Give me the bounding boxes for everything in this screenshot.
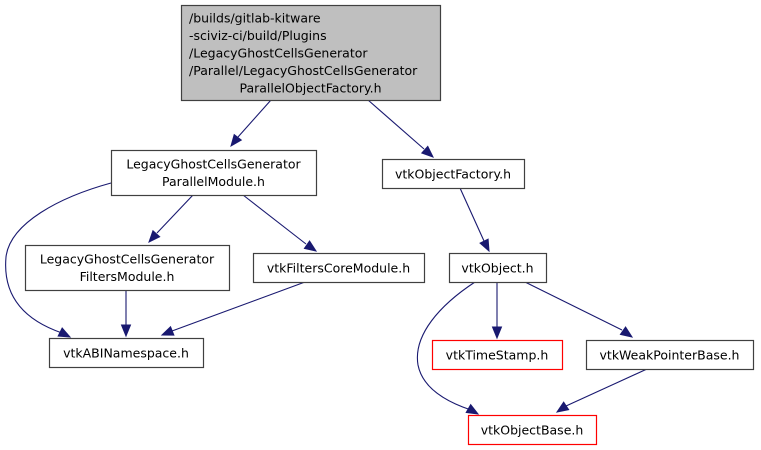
- edge-line: [524, 281, 623, 331]
- node-box: [431, 339, 564, 371]
- edge-parallel-module-to-abi-namespace: [5, 182, 112, 338]
- edge-filters-module-to-abi-namespace: [120, 290, 132, 338]
- node-box: [110, 149, 318, 197]
- node-label-line: LegacyGhostCellsGenerator: [40, 252, 215, 267]
- node-object-factory[interactable]: vtkObjectFactory.h: [381, 158, 526, 190]
- node-label-line: vtkObjectFactory.h: [395, 166, 511, 181]
- node-parallel-module[interactable]: LegacyGhostCellsGeneratorParallelModule.…: [110, 149, 318, 197]
- node-box: [180, 4, 442, 102]
- node-label-line: -sciviz-ci/build/Plugins: [189, 28, 327, 43]
- nodes-layer: /builds/gitlab-kitware -sciviz-ci/build/P…: [24, 4, 755, 446]
- node-label-line: vtkObject.h: [461, 260, 533, 275]
- edge-line: [565, 368, 648, 407]
- node-abi-namespace[interactable]: vtkABINamespace.h: [48, 337, 205, 369]
- edge-parallel-module-to-filters-module: [148, 194, 194, 243]
- node-label-line: ParallelModule.h: [162, 174, 265, 189]
- edge-vtk-object-to-object-base: [416, 281, 480, 415]
- arrowhead-icon: [479, 238, 490, 253]
- edge-parallel-module-to-filters-core-module: [242, 194, 318, 252]
- node-label-line: /LegacyGhostCellsGenerator: [189, 45, 368, 60]
- edge-vtk-object-to-weak-pointer-base: [524, 281, 634, 338]
- edge-object-factory-to-vtk-object: [459, 187, 490, 253]
- edge-line: [416, 281, 476, 411]
- edge-weak-pointer-base-to-object-base: [555, 368, 648, 413]
- node-box: [467, 414, 598, 446]
- arrowhead-icon: [57, 327, 72, 338]
- edge-vtk-object-to-time-stamp: [491, 282, 503, 340]
- arrowhead-icon: [120, 324, 132, 338]
- node-label-line: FiltersModule.h: [80, 269, 175, 284]
- arrowhead-icon: [303, 240, 318, 252]
- edge-line: [459, 187, 485, 242]
- arrowhead-icon: [420, 145, 434, 158]
- node-box: [381, 158, 526, 190]
- arrowhead-icon: [491, 326, 503, 340]
- edge-root-to-parallel-module: [230, 99, 272, 148]
- node-box: [24, 244, 231, 292]
- node-label-line: LegacyGhostCellsGenerator: [126, 157, 301, 172]
- node-label-line: ParallelObjectFactory.h: [239, 80, 381, 95]
- node-label-line: vtkTimeStamp.h: [446, 347, 549, 362]
- node-label-line: vtkObjectBase.h: [481, 422, 584, 437]
- node-label-line: /builds/gitlab-kitware: [189, 10, 321, 25]
- edge-line: [367, 99, 425, 150]
- edges-layer: [5, 99, 648, 415]
- node-root: /builds/gitlab-kitware -sciviz-ci/build/P…: [180, 4, 442, 102]
- edge-line: [171, 281, 306, 332]
- node-time-stamp[interactable]: vtkTimeStamp.h: [431, 339, 564, 371]
- node-label-line: vtkFiltersCoreModule.h: [267, 260, 410, 275]
- node-filters-core-module[interactable]: vtkFiltersCoreModule.h: [252, 252, 426, 284]
- arrowhead-icon: [555, 401, 570, 413]
- node-label-line: vtkABINamespace.h: [63, 345, 189, 360]
- node-box: [448, 252, 548, 284]
- node-label-line: /Parallel/LegacyGhostCellsGenerator: [189, 63, 418, 78]
- node-box: [585, 339, 755, 371]
- arrowhead-icon: [465, 403, 480, 415]
- node-object-base[interactable]: vtkObjectBase.h: [467, 414, 598, 446]
- node-vtk-object[interactable]: vtkObject.h: [448, 252, 548, 284]
- arrowhead-icon: [619, 326, 634, 338]
- edge-root-to-object-factory: [367, 99, 434, 158]
- node-label-line: vtkWeakPointerBase.h: [600, 347, 740, 362]
- node-box: [48, 337, 205, 369]
- edge-line: [242, 194, 307, 245]
- edge-line: [5, 182, 112, 334]
- edge-line: [156, 194, 194, 234]
- arrowhead-icon: [230, 133, 243, 148]
- edge-line: [237, 99, 272, 138]
- arrowhead-icon: [148, 229, 161, 243]
- edge-filters-core-module-to-abi-namespace: [160, 281, 306, 336]
- arrowhead-icon: [160, 325, 175, 336]
- node-box: [252, 252, 426, 284]
- node-weak-pointer-base[interactable]: vtkWeakPointerBase.h: [585, 339, 755, 371]
